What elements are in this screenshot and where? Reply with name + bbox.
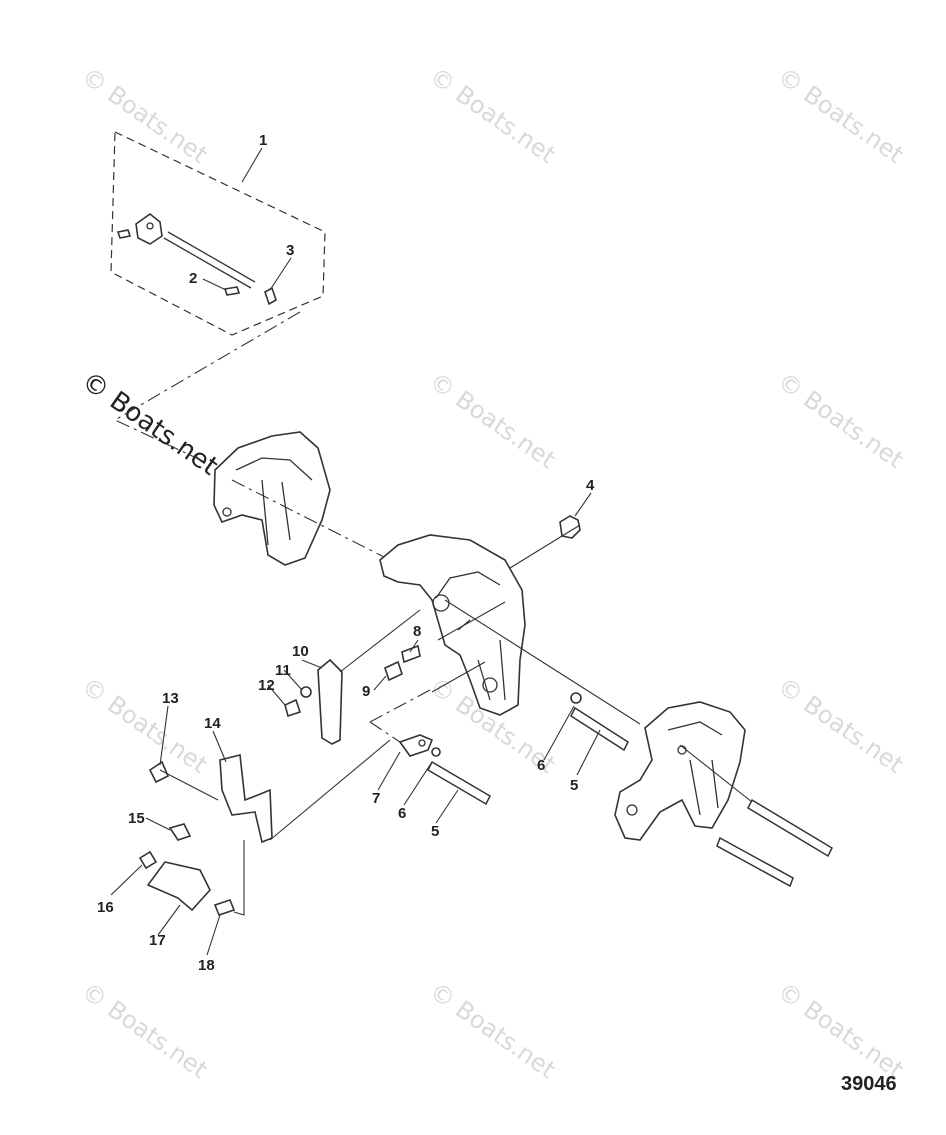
callout-3: 3 [286,242,294,259]
watermark: © Boats.net [77,62,213,169]
part-5-bolts [427,706,629,806]
callout-14: 14 [204,715,221,732]
pivot-axis-line [231,479,391,561]
part-4-pin [509,515,581,569]
callout-labels: 1 2 3 4 10 8 11 12 9 13 14 15 16 17 18 7… [97,132,595,974]
watermark: © Boats.net [773,367,909,474]
parts-11-12-fasteners [284,686,312,718]
watermark: © Boats.net [425,62,561,169]
tilt-tube-line [431,601,506,693]
leader-lines [110,147,601,956]
callout-6: 6 [398,805,406,822]
callout-16: 16 [97,899,114,916]
kit-box-part-1 [110,131,326,463]
callout-2: 2 [189,270,197,287]
part-7-link [398,734,434,757]
watermark: © Boats.net [773,977,909,1084]
callout-18: 18 [198,957,215,974]
callout-13: 13 [162,690,179,707]
callout-11: 11 [275,662,291,679]
lower-hardware [138,754,273,916]
watermark: © Boats.net [77,672,213,779]
callout-9: 9 [362,683,370,700]
callout-12: 12 [258,677,275,694]
callout-7: 7 [372,790,380,807]
part-6-washers [431,692,582,757]
callout-17: 17 [149,932,166,949]
assembly-line [269,739,391,841]
callout-5: 5 [431,823,439,840]
left-clamp-bracket [213,431,331,566]
callout-1: 1 [259,132,267,149]
part-10-lever [317,609,421,745]
watermark: © Boats.net [773,672,909,779]
watermark: © Boats.net [77,977,213,1084]
right-clamp-bracket [614,701,746,841]
watermark: © Boats.net [425,977,561,1084]
watermark-prominent: © Boats.net [76,366,223,482]
callout-10: 10 [292,643,309,660]
callout-6: 6 [537,757,545,774]
tilt-tube-line [444,599,641,725]
parts-8-9-spring-plug [384,644,421,682]
callout-5: 5 [570,777,578,794]
callout-4: 4 [586,477,595,494]
callout-8: 8 [413,623,421,640]
assembly-line [369,689,431,743]
watermark: © Boats.net [773,62,909,169]
clamp-screws [679,744,833,888]
watermark: © Boats.net [425,367,561,474]
figure-number: 39046 [841,1073,897,1095]
callout-15: 15 [128,810,145,827]
